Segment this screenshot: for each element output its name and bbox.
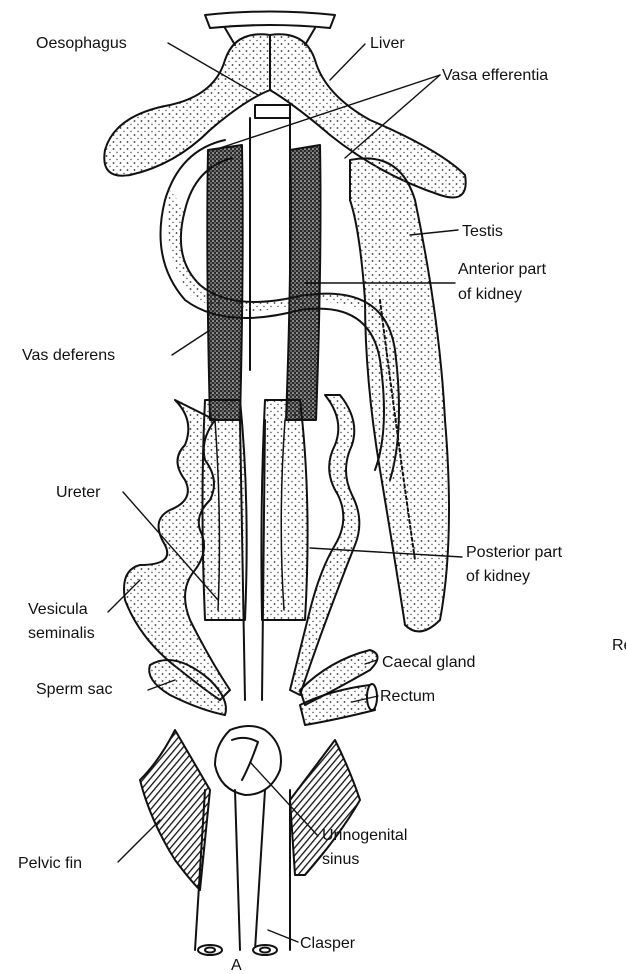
label-liver: Liver [370,35,405,52]
liver-shape [104,34,465,197]
label-pelvic-fin: Pelvic fin [18,855,82,872]
label-sperm-sac: Sperm sac [36,681,112,698]
label-vas-deferens: Vas deferens [22,347,115,364]
label-oesophagus: Oesophagus [36,35,127,52]
label-ureter: Ureter [56,484,101,501]
label-vesicula-1: Vesicula [28,601,88,618]
clasper-shape [195,790,290,950]
label-urinogenital-2: sinus [322,851,359,868]
label-edge-fragment: Re [612,637,626,654]
label-posterior-kidney-2: of kidney [466,568,530,585]
posterior-kidney-shape [203,400,308,620]
label-posterior-kidney-1: Posterior part [466,544,563,561]
label-rectum: Rectum [380,688,435,705]
anterior-kidney-shape [207,145,320,420]
label-anterior-kidney-1: Anterior part [458,261,547,278]
label-vesicula-2: seminalis [28,625,95,642]
label-clasper: Clasper [300,935,356,952]
label-anterior-kidney-2: of kidney [458,286,522,303]
label-testis: Testis [462,223,503,240]
label-urinogenital-1: Urinogenital [322,827,407,844]
label-figure-letter: A [231,957,242,974]
dorsal-tube [250,118,290,370]
label-vasa-efferentia: Vasa efferentia [442,67,548,84]
label-caecal-gland: Caecal gland [382,654,475,671]
